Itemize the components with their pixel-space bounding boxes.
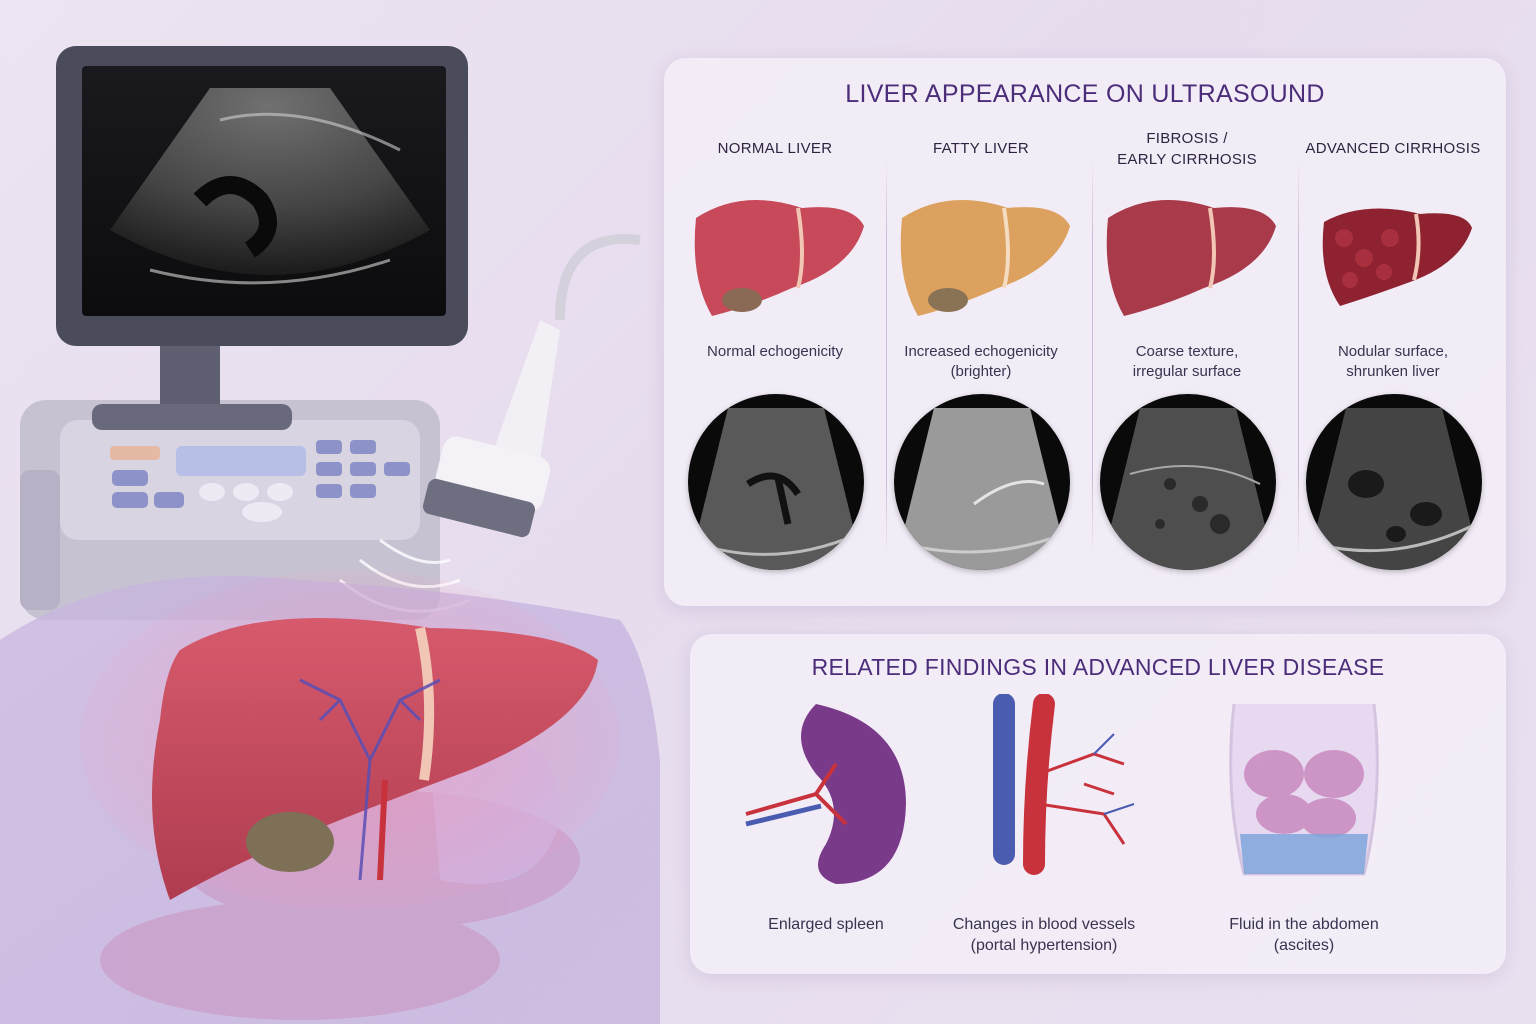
stage-advanced-cirrhosis: ADVANCED CIRRHOSIS Nodular surface, shru…	[1290, 128, 1496, 598]
column-divider	[886, 158, 887, 558]
ultrasound-stages-panel: LIVER APPEARANCE ON ULTRASOUND NORMAL LI…	[664, 58, 1506, 606]
cirrhosis-liver-illustration	[1322, 208, 1472, 306]
ultrasound-scan-fatty	[894, 394, 1070, 570]
stage-label: NORMAL LIVER	[672, 138, 878, 159]
panel-title-findings: RELATED FINDINGS IN ADVANCED LIVER DISEA…	[811, 654, 1385, 680]
ultrasound-probe	[422, 320, 560, 538]
finding-blood-vessels: Changes in blood vessels (portal hyperte…	[924, 694, 1164, 964]
stage-label-line: ADVANCED CIRRHOSIS	[1305, 140, 1481, 157]
finding-label-line: (portal hypertension)	[970, 937, 1118, 954]
finding-label: Changes in blood vessels (portal hyperte…	[924, 914, 1164, 956]
finding-enlarged-spleen: Enlarged spleen	[706, 694, 946, 964]
large-liver-illustration	[152, 617, 598, 900]
stage-description-line: shrunken liver	[1346, 363, 1440, 380]
stage-label: FIBROSIS / EARLY CIRRHOSIS	[1084, 128, 1290, 170]
stage-description-line: Increased echogenicity	[904, 343, 1058, 360]
finding-label: Fluid in the abdomen (ascites)	[1184, 914, 1424, 956]
finding-label-line: (ascites)	[1273, 937, 1335, 954]
finding-label: Enlarged spleen	[706, 914, 946, 935]
finding-label-line: Enlarged spleen	[768, 916, 884, 933]
probe-cable	[555, 234, 641, 321]
stage-label-line: FIBROSIS /	[1146, 130, 1228, 147]
fatty-liver-illustration	[900, 200, 1070, 316]
ultrasound-console	[20, 400, 440, 620]
stage-description: Increased echogenicity (brighter)	[878, 342, 1084, 382]
ultrasound-scan-cirrhosis	[1306, 394, 1482, 570]
stage-description-line: Nodular surface,	[1337, 343, 1449, 360]
stage-description-line: Coarse texture,	[1135, 343, 1239, 360]
ultrasound-scene-illustration	[0, 46, 665, 1024]
stage-description-line: irregular surface	[1132, 363, 1242, 380]
normal-liver-illustration	[694, 200, 864, 316]
stage-normal-liver: NORMAL LIVER Normal echogenicity	[672, 128, 878, 598]
finding-label-line: Fluid in the abdomen	[1229, 916, 1379, 933]
column-divider	[1298, 158, 1299, 558]
stage-description: Nodular surface, shrunken liver	[1290, 342, 1496, 382]
ultrasound-scan-fibrosis	[1100, 394, 1276, 570]
panel-title-ultrasound: LIVER APPEARANCE ON ULTRASOUND	[845, 80, 1325, 108]
spleen-icon	[745, 704, 906, 884]
stage-label-line: FATTY LIVER	[932, 140, 1030, 157]
stage-label: ADVANCED CIRRHOSIS	[1290, 138, 1496, 159]
blood-vessels-icon	[993, 694, 1135, 875]
fibrosis-liver-illustration	[1106, 200, 1276, 316]
ultrasound-scene	[0, 0, 665, 1024]
finding-ascites: Fluid in the abdomen (ascites)	[1184, 694, 1424, 964]
stage-fibrosis: FIBROSIS / EARLY CIRRHOSIS Coarse textur…	[1084, 128, 1290, 598]
finding-label-line: Changes in blood vessels	[952, 916, 1136, 933]
stage-description: Normal echogenicity	[672, 342, 878, 362]
stage-fatty-liver: FATTY LIVER Increased echogenicity (brig…	[878, 128, 1084, 598]
ultrasound-scan-normal	[688, 394, 864, 570]
stage-label-line: NORMAL LIVER	[717, 140, 833, 157]
stage-label: FATTY LIVER	[878, 138, 1084, 159]
stage-description: Coarse texture, irregular surface	[1084, 342, 1290, 382]
stage-label-line: EARLY CIRRHOSIS	[1117, 151, 1257, 168]
ultrasound-monitor	[56, 46, 468, 346]
column-divider	[1092, 158, 1093, 558]
stage-description-line: Normal echogenicity	[707, 343, 843, 360]
ascites-abdomen-icon	[1229, 703, 1379, 876]
stage-description-line: (brighter)	[950, 363, 1012, 380]
related-findings-panel: RELATED FINDINGS IN ADVANCED LIVER DISEA…	[690, 634, 1506, 974]
